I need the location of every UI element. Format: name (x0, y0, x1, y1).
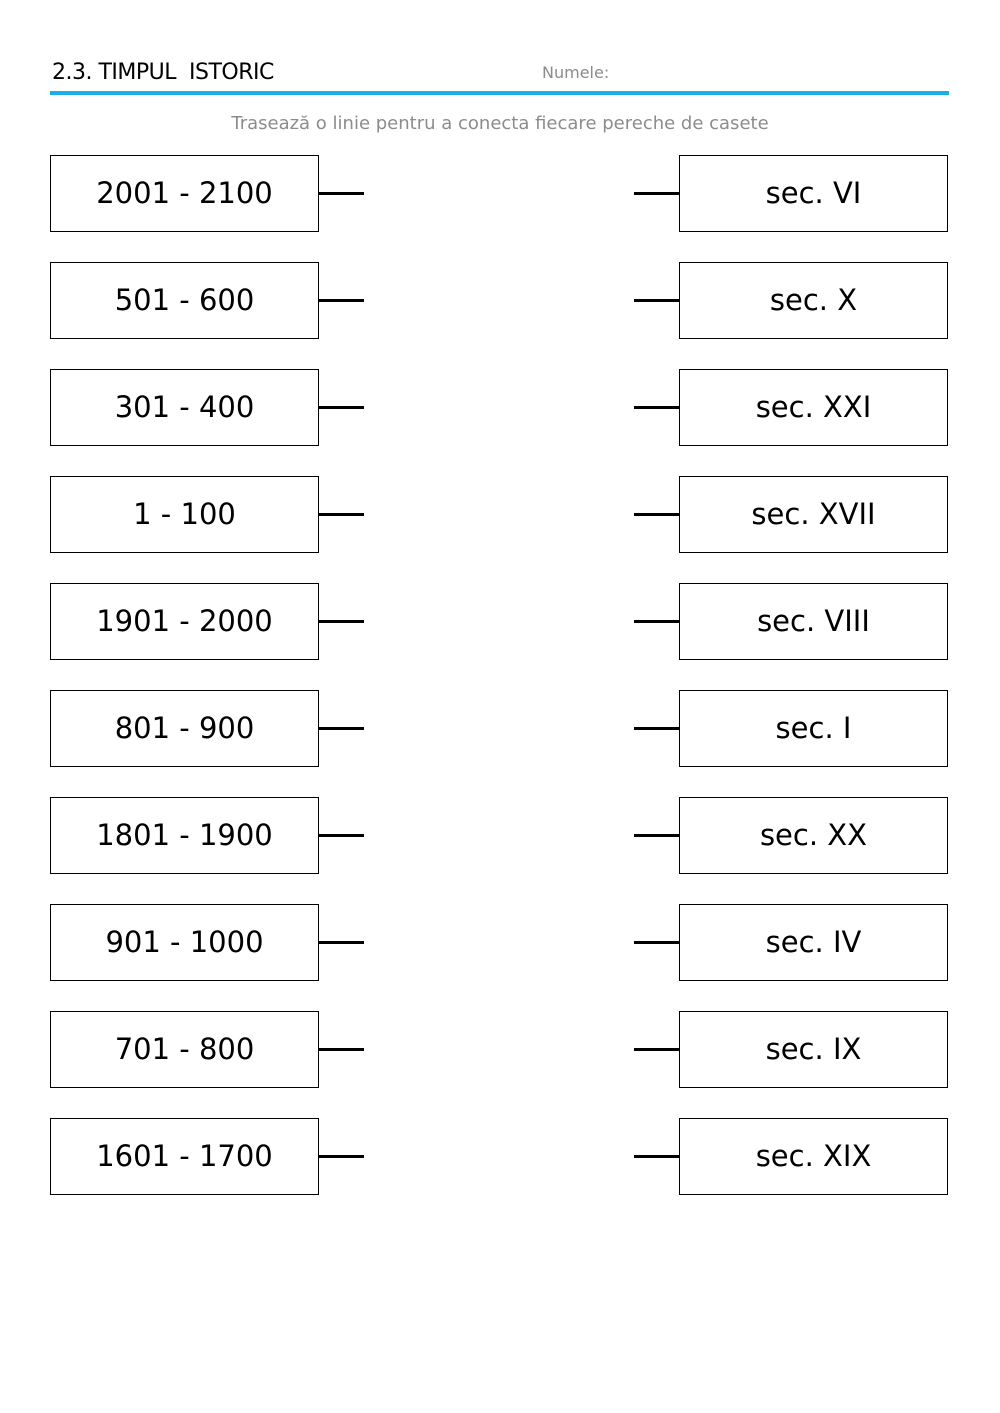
century-box[interactable]: sec. XVII (679, 476, 948, 553)
year-range-box[interactable]: 801 - 900 (50, 690, 319, 767)
matching-pair-row: 1801 - 1900 sec. XX (0, 797, 1000, 874)
century-box[interactable]: sec. XXI (679, 369, 948, 446)
connector-stub-left[interactable] (319, 513, 364, 516)
name-label: Numele: (542, 63, 610, 82)
matching-pair-row: 1601 - 1700 sec. XIX (0, 1118, 1000, 1195)
connector-stub-right[interactable] (634, 1048, 679, 1051)
matching-pairs-list: 2001 - 2100 sec. VI 501 - 600 sec. X 301… (0, 155, 1000, 1225)
century-box[interactable]: sec. VIII (679, 583, 948, 660)
century-box[interactable]: sec. VI (679, 155, 948, 232)
century-box[interactable]: sec. IX (679, 1011, 948, 1088)
header-divider (50, 91, 949, 95)
connector-stub-left[interactable] (319, 941, 364, 944)
connector-stub-right[interactable] (634, 192, 679, 195)
connector-stub-left[interactable] (319, 620, 364, 623)
century-box[interactable]: sec. XX (679, 797, 948, 874)
connector-stub-right[interactable] (634, 941, 679, 944)
connector-stub-right[interactable] (634, 620, 679, 623)
connector-stub-right[interactable] (634, 1155, 679, 1158)
connector-stub-left[interactable] (319, 192, 364, 195)
year-range-box[interactable]: 1901 - 2000 (50, 583, 319, 660)
connector-stub-left[interactable] (319, 406, 364, 409)
year-range-box[interactable]: 901 - 1000 (50, 904, 319, 981)
year-range-box[interactable]: 1801 - 1900 (50, 797, 319, 874)
matching-pair-row: 501 - 600 sec. X (0, 262, 1000, 339)
matching-pair-row: 1901 - 2000 sec. VIII (0, 583, 1000, 660)
matching-pair-row: 1 - 100 sec. XVII (0, 476, 1000, 553)
connector-stub-left[interactable] (319, 727, 364, 730)
connector-stub-right[interactable] (634, 727, 679, 730)
connector-stub-left[interactable] (319, 834, 364, 837)
connector-stub-right[interactable] (634, 406, 679, 409)
year-range-box[interactable]: 1601 - 1700 (50, 1118, 319, 1195)
matching-pair-row: 901 - 1000 sec. IV (0, 904, 1000, 981)
connector-stub-right[interactable] (634, 299, 679, 302)
century-box[interactable]: sec. XIX (679, 1118, 948, 1195)
century-box[interactable]: sec. IV (679, 904, 948, 981)
connector-stub-left[interactable] (319, 1048, 364, 1051)
matching-pair-row: 301 - 400 sec. XXI (0, 369, 1000, 446)
matching-pair-row: 701 - 800 sec. IX (0, 1011, 1000, 1088)
connector-stub-right[interactable] (634, 513, 679, 516)
year-range-box[interactable]: 301 - 400 (50, 369, 319, 446)
connector-stub-left[interactable] (319, 299, 364, 302)
connector-stub-left[interactable] (319, 1155, 364, 1158)
connector-stub-right[interactable] (634, 834, 679, 837)
page-title: 2.3. TIMPUL ISTORIC (52, 60, 274, 85)
year-range-box[interactable]: 701 - 800 (50, 1011, 319, 1088)
instruction-text: Trasează o linie pentru a conecta fiecar… (231, 113, 769, 134)
century-box[interactable]: sec. X (679, 262, 948, 339)
century-box[interactable]: sec. I (679, 690, 948, 767)
matching-pair-row: 2001 - 2100 sec. VI (0, 155, 1000, 232)
year-range-box[interactable]: 1 - 100 (50, 476, 319, 553)
year-range-box[interactable]: 2001 - 2100 (50, 155, 319, 232)
matching-pair-row: 801 - 900 sec. I (0, 690, 1000, 767)
year-range-box[interactable]: 501 - 600 (50, 262, 319, 339)
